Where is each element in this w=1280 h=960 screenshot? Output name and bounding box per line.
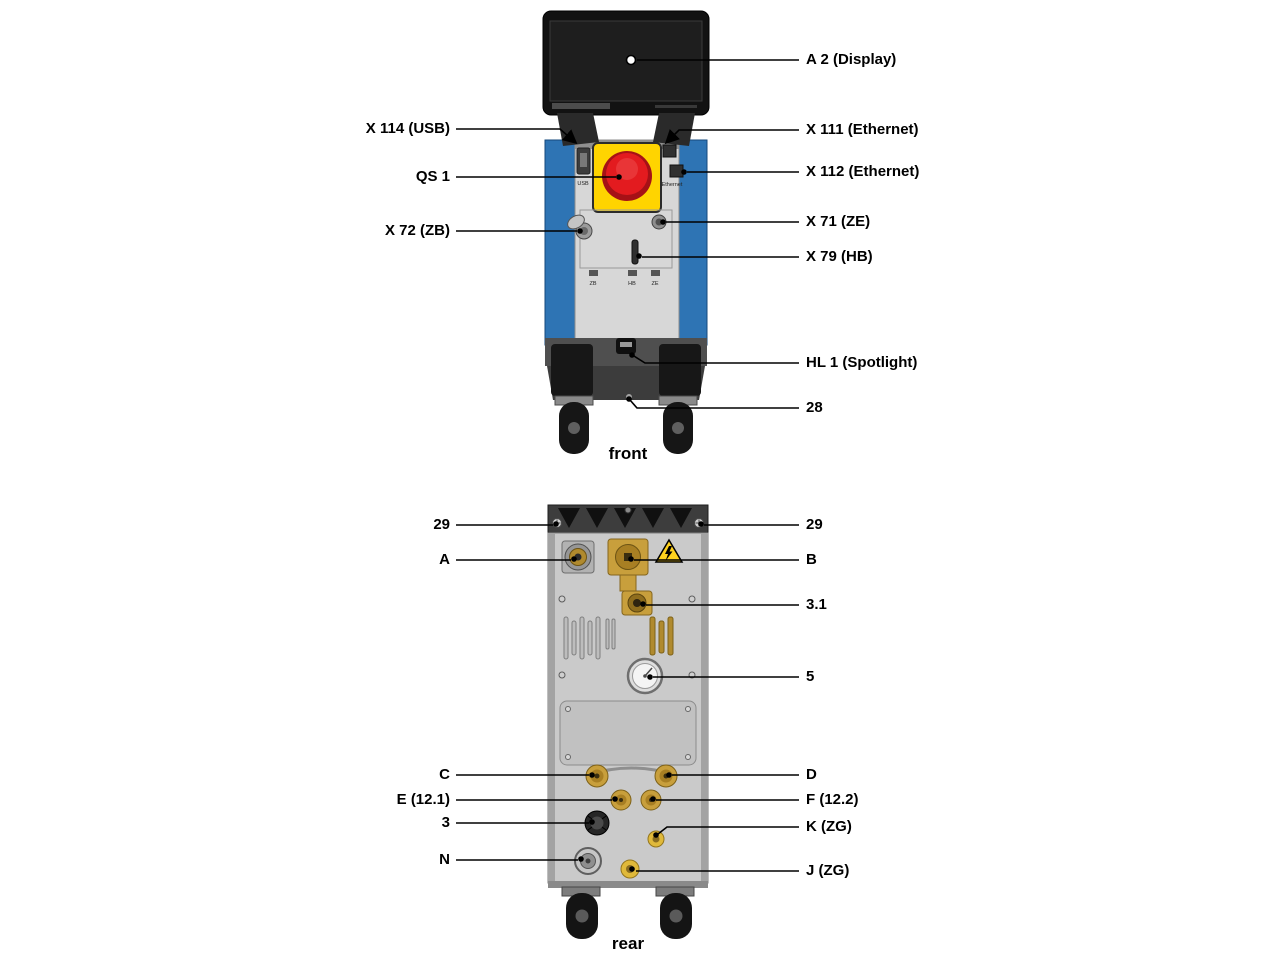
rear-view-drawing <box>547 504 709 939</box>
usb-port-x114: USB <box>576 147 591 187</box>
connector-x71 <box>651 214 667 230</box>
label-28: 28 <box>806 399 823 416</box>
connector-e <box>610 789 632 811</box>
label-b: B <box>806 551 817 568</box>
connector-d <box>654 764 678 788</box>
label-hl1-spotlight: HL 1 (Spotlight) <box>806 354 918 371</box>
panel-port-labels: ZB HB ZE <box>589 270 660 287</box>
connector-3 <box>584 810 610 836</box>
screw-29-right <box>694 518 704 528</box>
connector-j <box>620 859 640 879</box>
warning-triangle-icon <box>654 538 684 563</box>
display-unit <box>542 10 710 116</box>
label-x79-hb: X 79 (HB) <box>806 248 873 265</box>
label-x111-ethernet: X 111 (Ethernet) <box>806 121 919 138</box>
label-29-left: 29 <box>433 516 450 533</box>
label-j-zg: J (ZG) <box>806 862 850 879</box>
label-x72-zb: X 72 (ZB) <box>384 222 450 239</box>
brass-pins <box>649 616 674 656</box>
label-29-right: 29 <box>806 516 823 533</box>
label-c: C <box>439 766 450 783</box>
connector-x72 <box>567 214 593 240</box>
label-a2-display: A 2 (Display) <box>806 51 897 68</box>
connector-b <box>607 538 649 592</box>
connector-c <box>585 764 609 788</box>
access-panel <box>559 700 697 766</box>
connector-3-1 <box>621 590 653 616</box>
hb-label: HB <box>628 281 636 287</box>
ethernet-port-x111 <box>662 144 677 158</box>
label-x114-usb: X 114 (USB) <box>365 120 450 137</box>
front-view-drawing: USB Ethernet ZB HB ZE <box>542 10 710 454</box>
ethernet-ports: Ethernet <box>662 144 684 188</box>
label-3-1: 3.1 <box>806 596 827 613</box>
label-x112-ethernet: X 112 (Ethernet) <box>806 163 920 180</box>
label-d: D <box>806 766 817 783</box>
connector-subpanel <box>579 209 673 269</box>
rear-bottom-edge <box>548 881 708 888</box>
usb-port-label: USB <box>577 181 589 187</box>
label-e-12-1: E (12.1) <box>396 791 450 808</box>
rear-caption: rear <box>611 934 645 953</box>
zb-label: ZB <box>589 281 596 287</box>
screw-29-left <box>552 518 562 528</box>
emergency-stop-qs1 <box>592 142 662 213</box>
spotlight-hl1 <box>616 338 636 354</box>
label-5: 5 <box>806 668 815 685</box>
label-qs1: QS 1 <box>415 168 450 185</box>
label-a: A <box>439 551 450 568</box>
rear-top-vent <box>547 504 709 534</box>
connector-n <box>574 847 602 875</box>
ze-label: ZE <box>651 281 658 287</box>
connector-a <box>561 540 595 574</box>
gauge-5 <box>626 657 664 695</box>
connector-k <box>647 830 665 848</box>
screw-28 <box>625 393 633 401</box>
label-x71-ze: X 71 (ZE) <box>806 213 871 230</box>
label-n: N <box>439 851 450 868</box>
ethernet-port-x112 <box>669 164 684 178</box>
vent-slits <box>563 616 616 660</box>
ethernet-port-label: Ethernet <box>662 182 683 188</box>
connector-x79 <box>631 239 639 265</box>
label-f-12-2: F (12.2) <box>806 791 859 808</box>
label-k-zg: K (ZG) <box>806 818 852 835</box>
connector-f <box>640 789 662 811</box>
rear-casters <box>561 886 695 939</box>
front-caption: front <box>608 444 648 463</box>
label-3: 3 <box>441 814 450 831</box>
